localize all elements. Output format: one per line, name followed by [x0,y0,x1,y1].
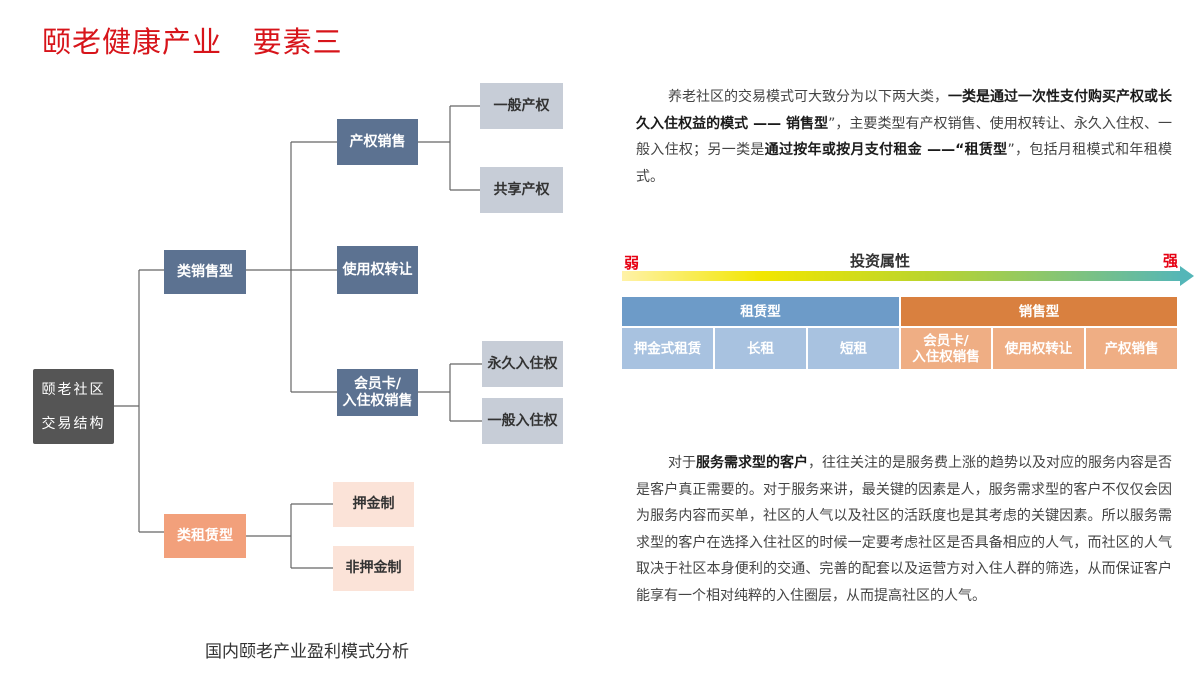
rental-cell-short-term: 短租 [808,328,899,369]
sales-cell-member-card-line2: 入住权销售 [912,348,980,365]
deposit-system-node: 押金制 [333,482,414,527]
tree-connectors [114,105,482,569]
sales-cell-member-card-line1: 会员卡/ [923,332,969,349]
sales-cell-member-card: 会员卡/ 入住权销售 [901,328,991,369]
sales-type-node: 类销售型 [164,250,246,294]
general-property-node: 一般产权 [480,83,563,129]
spectrum-weak-label: 弱 [624,254,640,272]
spectrum-axis-label: 投资属性 [850,252,911,270]
root-node: 颐老社区 交易结构 [33,369,114,444]
permanent-residence-node: 永久入住权 [482,341,563,387]
customer-text-1: 对于 [668,455,696,471]
member-card-line2: 入住权销售 [342,392,413,409]
shared-property-node: 共享产权 [480,167,563,213]
intro-text-3: ”，包括月租模式和年租模式。 [636,142,1172,185]
property-sale-node: 产权销售 [337,119,418,165]
spectrum-strong-label: 强 [1163,252,1179,270]
sales-header: 销售型 [901,297,1177,326]
sales-cell-property: 产权销售 [1086,328,1177,369]
root-node-line1: 颐老社区 [41,381,106,398]
use-right-transfer-node: 使用权转让 [337,246,418,294]
member-card-line1: 会员卡/ [353,375,402,392]
intro-bold-2: 通过按年或按月支付租金 ——“租赁型 [764,142,1008,158]
rental-type-node: 类租赁型 [164,514,246,558]
page-title: 颐老健康产业 要素三 [42,25,343,59]
member-card-node: 会员卡/ 入住权销售 [337,369,418,416]
arrow-right-icon [1180,266,1194,286]
diagram-caption: 国内颐老产业盈利模式分析 [205,642,409,662]
customer-paragraph: 对于服务需求型的客户，往往关注的是服务费上涨的趋势以及对应的服务内容是否是客户真… [636,450,1172,609]
rental-cell-deposit: 押金式租赁 [622,328,713,369]
intro-text-2: ”，主要类型有产权销售、使用权转让、永久入住权、一般入住权；另一类是 [636,115,1172,159]
root-node-line2: 交易结构 [41,415,106,432]
intro-text-1: 养老社区的交易模式可大致分为以下两大类， [668,89,948,105]
rental-cell-long-term: 长租 [715,328,806,369]
customer-bold-1: 服务需求型的客户 [696,455,808,471]
intro-paragraph: 养老社区的交易模式可大致分为以下两大类，一类是通过一次性支付购买产权或长久入住权… [636,84,1172,190]
investment-gradient-bar [622,271,1184,281]
sales-cell-use-right: 使用权转让 [993,328,1084,369]
non-deposit-system-node: 非押金制 [333,546,414,591]
general-residence-node: 一般入住权 [482,398,563,444]
intro-bold-1: 一类是通过一次性支付购买产权或长久入住权益的模式 —— 销售型 [636,89,1172,132]
rental-header: 租赁型 [622,297,899,326]
customer-text-2: ，往往关注的是服务费上涨的趋势以及对应的服务内容是否是客户真正需要的。对于服务来… [636,455,1172,604]
